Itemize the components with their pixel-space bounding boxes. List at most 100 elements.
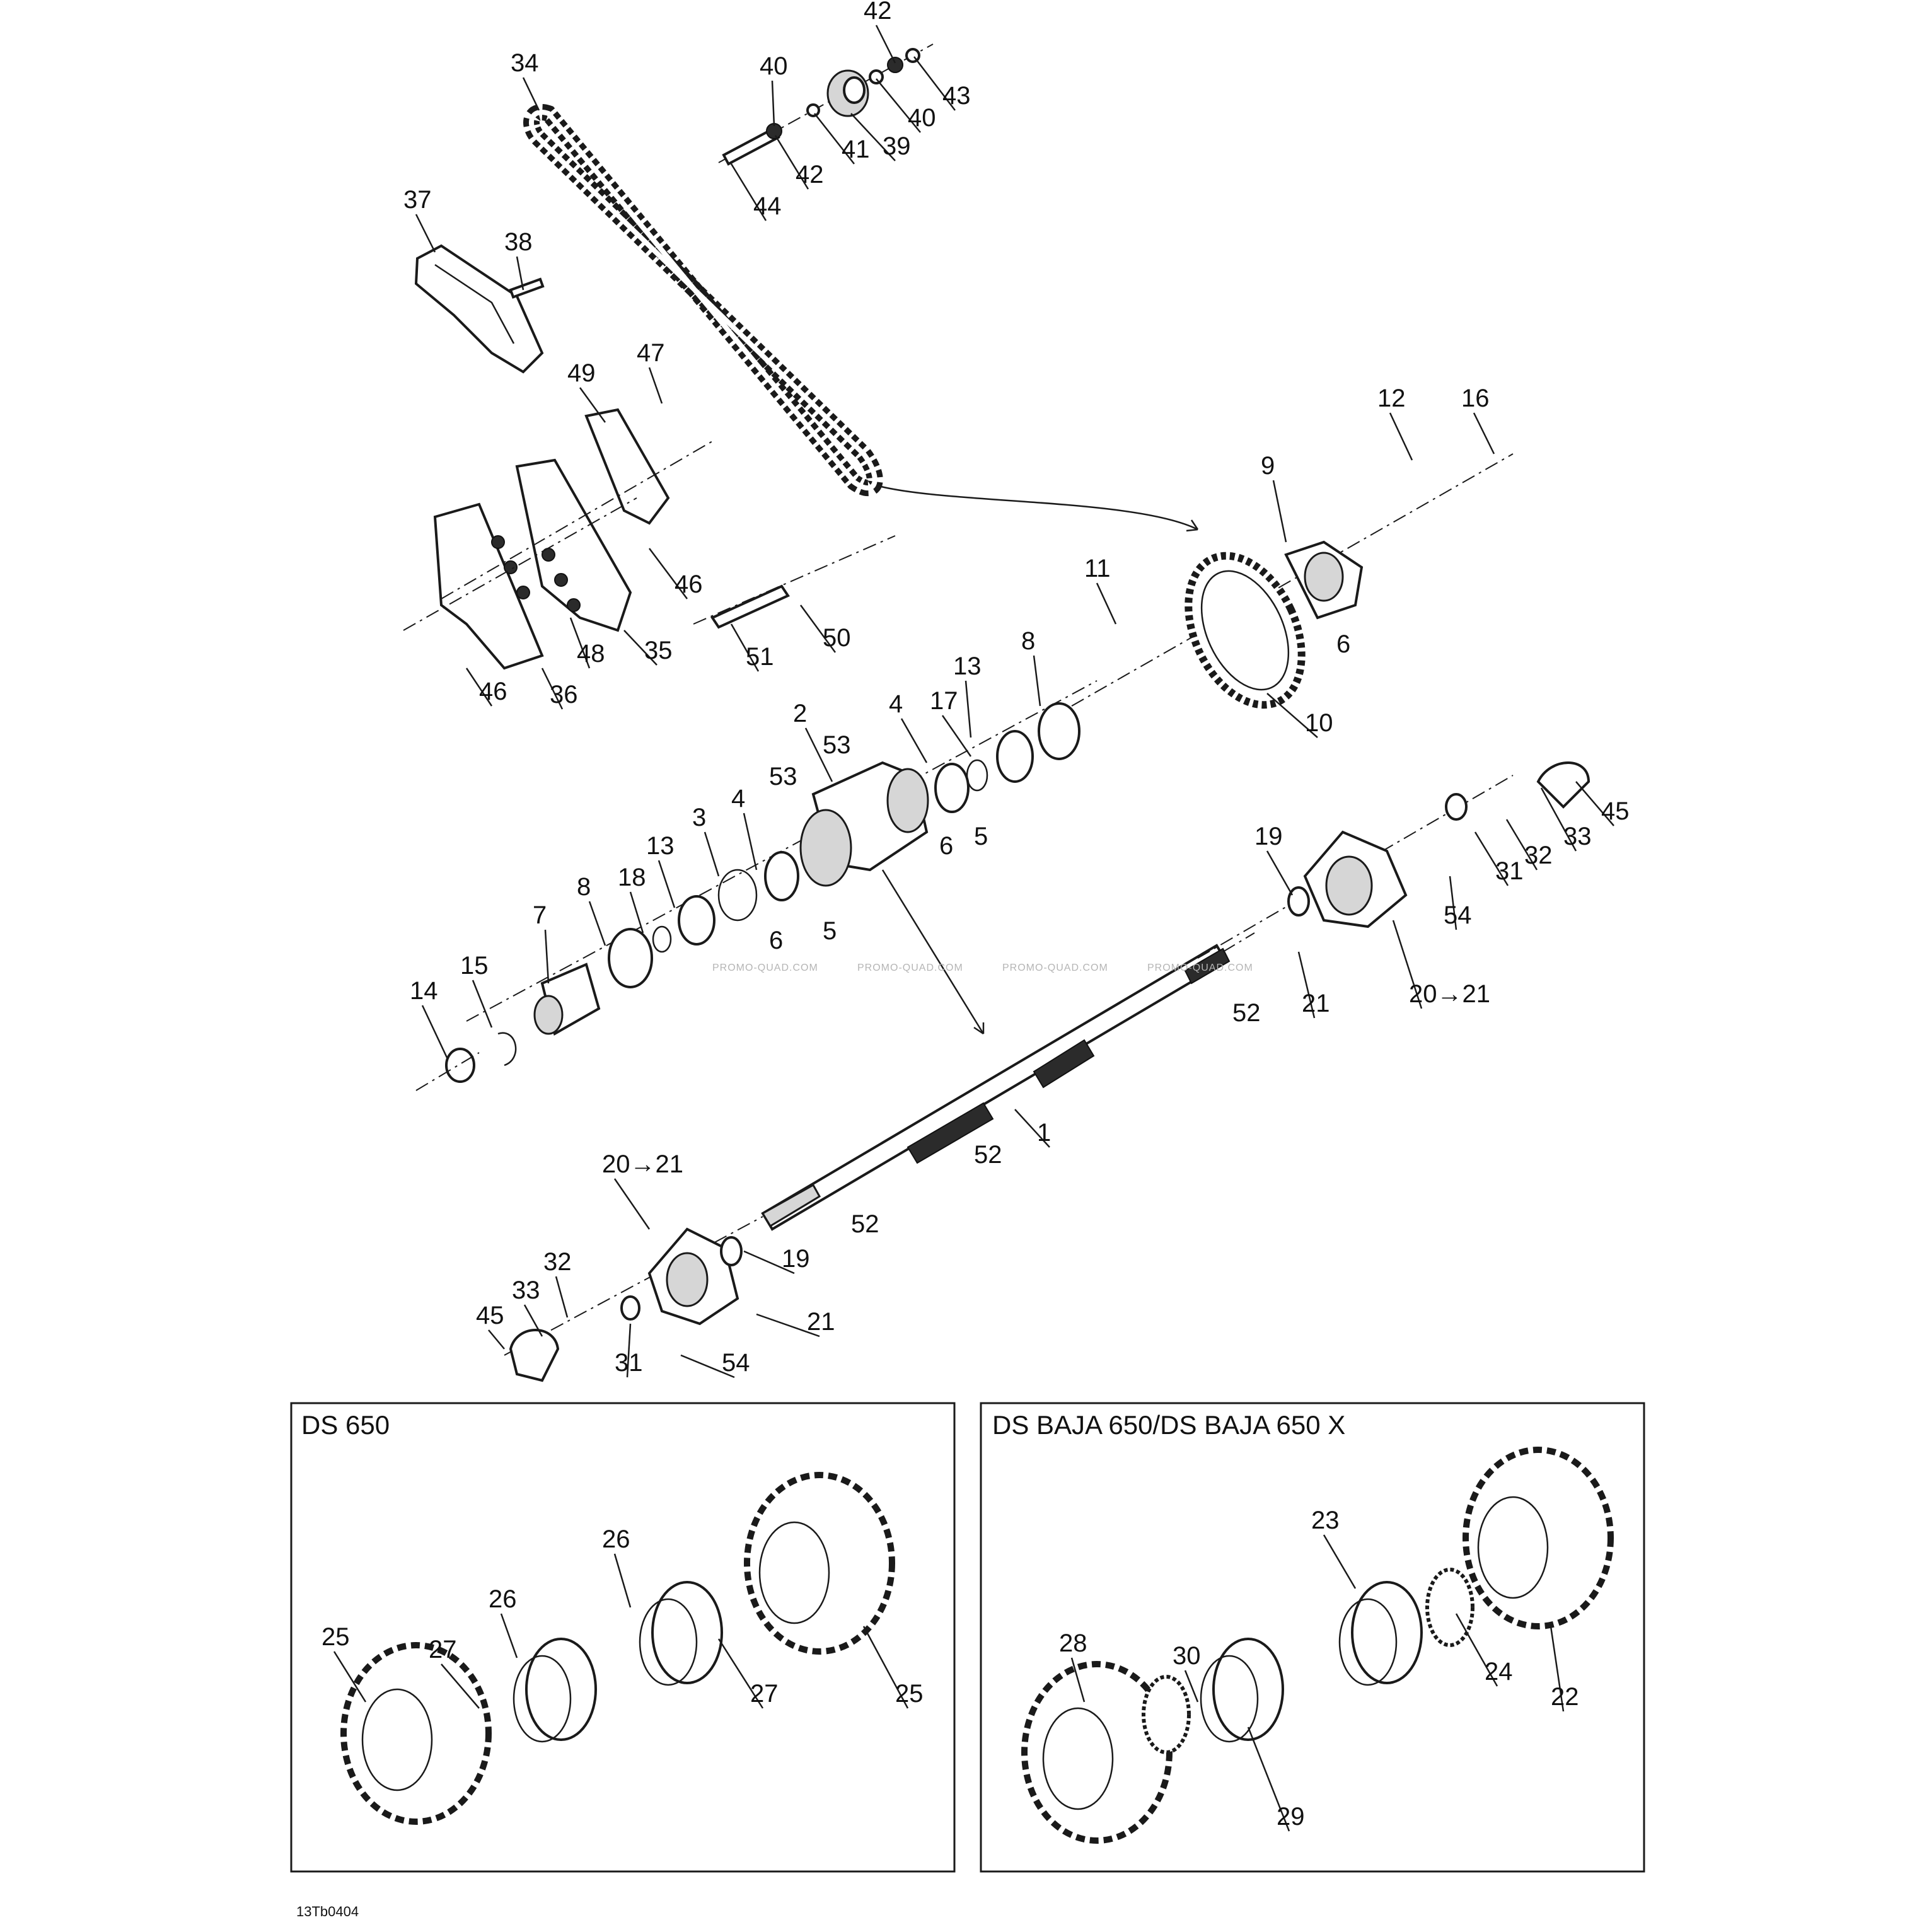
callout-leader-line: [900, 718, 928, 763]
part-callout-label: 13: [953, 652, 982, 680]
callout-leader-line: [1247, 1727, 1290, 1832]
part-callout-label: 4: [731, 785, 745, 813]
callout-leader-line: [743, 1250, 795, 1275]
part-callout-label: 50: [823, 624, 851, 652]
part-callout-label: 37: [403, 186, 432, 214]
callout-leader-line: [523, 1304, 543, 1337]
callout-leader-line: [465, 668, 493, 707]
callout-leader-line: [771, 80, 775, 127]
callout-leader-line: [1550, 1626, 1565, 1712]
part-callout-label: 13: [646, 832, 675, 860]
callout-leader-line: [1392, 920, 1423, 1009]
callout-leader-line: [875, 25, 896, 64]
figure-code: 13Tb0404: [296, 1904, 359, 1919]
watermark: PROMO-QUAD.COM: [1147, 963, 1253, 973]
leader-lines: [333, 25, 1614, 1832]
callout-leader-line: [1389, 412, 1413, 461]
part-callout-label: 33: [512, 1276, 540, 1304]
part-callout-label: 16: [1461, 385, 1490, 412]
callout-leader-line: [1266, 693, 1318, 738]
left-wheel-hub: [504, 1216, 763, 1382]
callout-leader-line: [717, 1638, 764, 1709]
part-callout-label: 26: [489, 1585, 517, 1613]
callout-leader-line: [441, 1663, 480, 1709]
part-callout-label: 42: [864, 0, 892, 25]
part-callout-label: 53: [769, 763, 797, 790]
callout-leader-line: [1266, 850, 1294, 896]
ds-baja-box: [980, 1402, 1645, 1873]
part-callout-label: 51: [746, 643, 774, 671]
callout-leader-line: [629, 891, 644, 934]
part-callout-label: 54: [722, 1349, 750, 1377]
part-callout-label: 17: [930, 687, 958, 715]
bracket: [693, 535, 896, 629]
part-callout-label: 46: [479, 678, 507, 705]
part-callout-label: 36: [550, 681, 578, 709]
callout-leader-line: [541, 668, 564, 710]
callout-leader-line: [1272, 480, 1287, 543]
callout-leader-line: [613, 1178, 651, 1230]
callout-leader-line: [1505, 819, 1538, 871]
part-callout-label: 11: [1084, 555, 1111, 582]
part-callout-label: 38: [504, 228, 533, 256]
part-callout-label: 14: [410, 977, 438, 1005]
part-callout-label: 3: [692, 804, 706, 831]
callout-leader-line: [941, 715, 972, 757]
callout-leader-line: [1323, 1534, 1357, 1589]
sprocket-assembly: [1071, 453, 1514, 709]
watermark: PROMO-QUAD.COM: [712, 963, 818, 973]
part-callout-label: 15: [460, 952, 489, 980]
part-callout-label: 9: [1261, 452, 1275, 480]
part-callout-label: 20→21: [602, 1150, 683, 1178]
part-callout-label: 18: [618, 864, 646, 891]
watermark: PROMO-QUAD.COM: [1002, 963, 1108, 973]
part-callout-label: 24: [1485, 1658, 1513, 1686]
part-callout-label: 27: [750, 1680, 779, 1708]
part-callout-label: 32: [543, 1248, 572, 1276]
callout-leader-line: [522, 77, 540, 111]
part-callout-label: 21: [807, 1308, 835, 1336]
ds650-box: [290, 1402, 956, 1873]
part-callout-label: 44: [753, 192, 782, 220]
part-callout-label: 10: [1305, 709, 1333, 737]
callout-leader-line: [648, 367, 663, 404]
callout-leader-line: [1473, 412, 1495, 454]
part-callout-label: 42: [796, 161, 824, 188]
part-callout-label: 35: [644, 637, 673, 664]
part-callout-label: 45: [476, 1302, 504, 1329]
callout-leader-line: [743, 813, 758, 871]
part-callout-label: 32: [1524, 842, 1553, 869]
part-callout-label: 26: [602, 1525, 630, 1553]
callout-leader-line: [964, 680, 972, 738]
callout-leader-line: [613, 1553, 632, 1608]
part-callout-label: 1: [1037, 1119, 1051, 1147]
part-callout-label: 5: [823, 917, 837, 945]
part-callout-label: 52: [1232, 999, 1261, 1027]
part-callout-label: 22: [1551, 1683, 1579, 1711]
rear-axle: [761, 932, 1255, 1231]
watermark: PROMO-QUAD.COM: [857, 963, 963, 973]
callout-leader-line: [704, 831, 720, 877]
part-callout-label: 20→21: [1409, 980, 1490, 1008]
callout-leader-line: [1184, 1670, 1199, 1703]
part-callout-label: 54: [1444, 901, 1472, 929]
part-callout-label: 6: [769, 927, 783, 954]
part-callout-label: 46: [675, 570, 703, 598]
callout-leader-line: [804, 727, 833, 782]
callout-leader-line: [626, 1323, 632, 1378]
callout-leader-line: [569, 617, 591, 669]
callout-leader-line: [774, 135, 809, 190]
callout-leader-line: [730, 623, 760, 672]
callout-leader-line: [876, 78, 921, 133]
part-callout-label: 21: [1302, 990, 1330, 1017]
drive-chain: [523, 104, 1199, 532]
part-callout-label: 33: [1563, 823, 1592, 850]
part-callout-label: 23: [1311, 1507, 1340, 1534]
callout-leader-line: [1449, 876, 1457, 930]
chain-guide: [414, 244, 545, 374]
part-callout-label: 45: [1601, 797, 1630, 825]
callout-leader-line: [1474, 831, 1509, 886]
part-callout-label: 52: [974, 1141, 1002, 1169]
